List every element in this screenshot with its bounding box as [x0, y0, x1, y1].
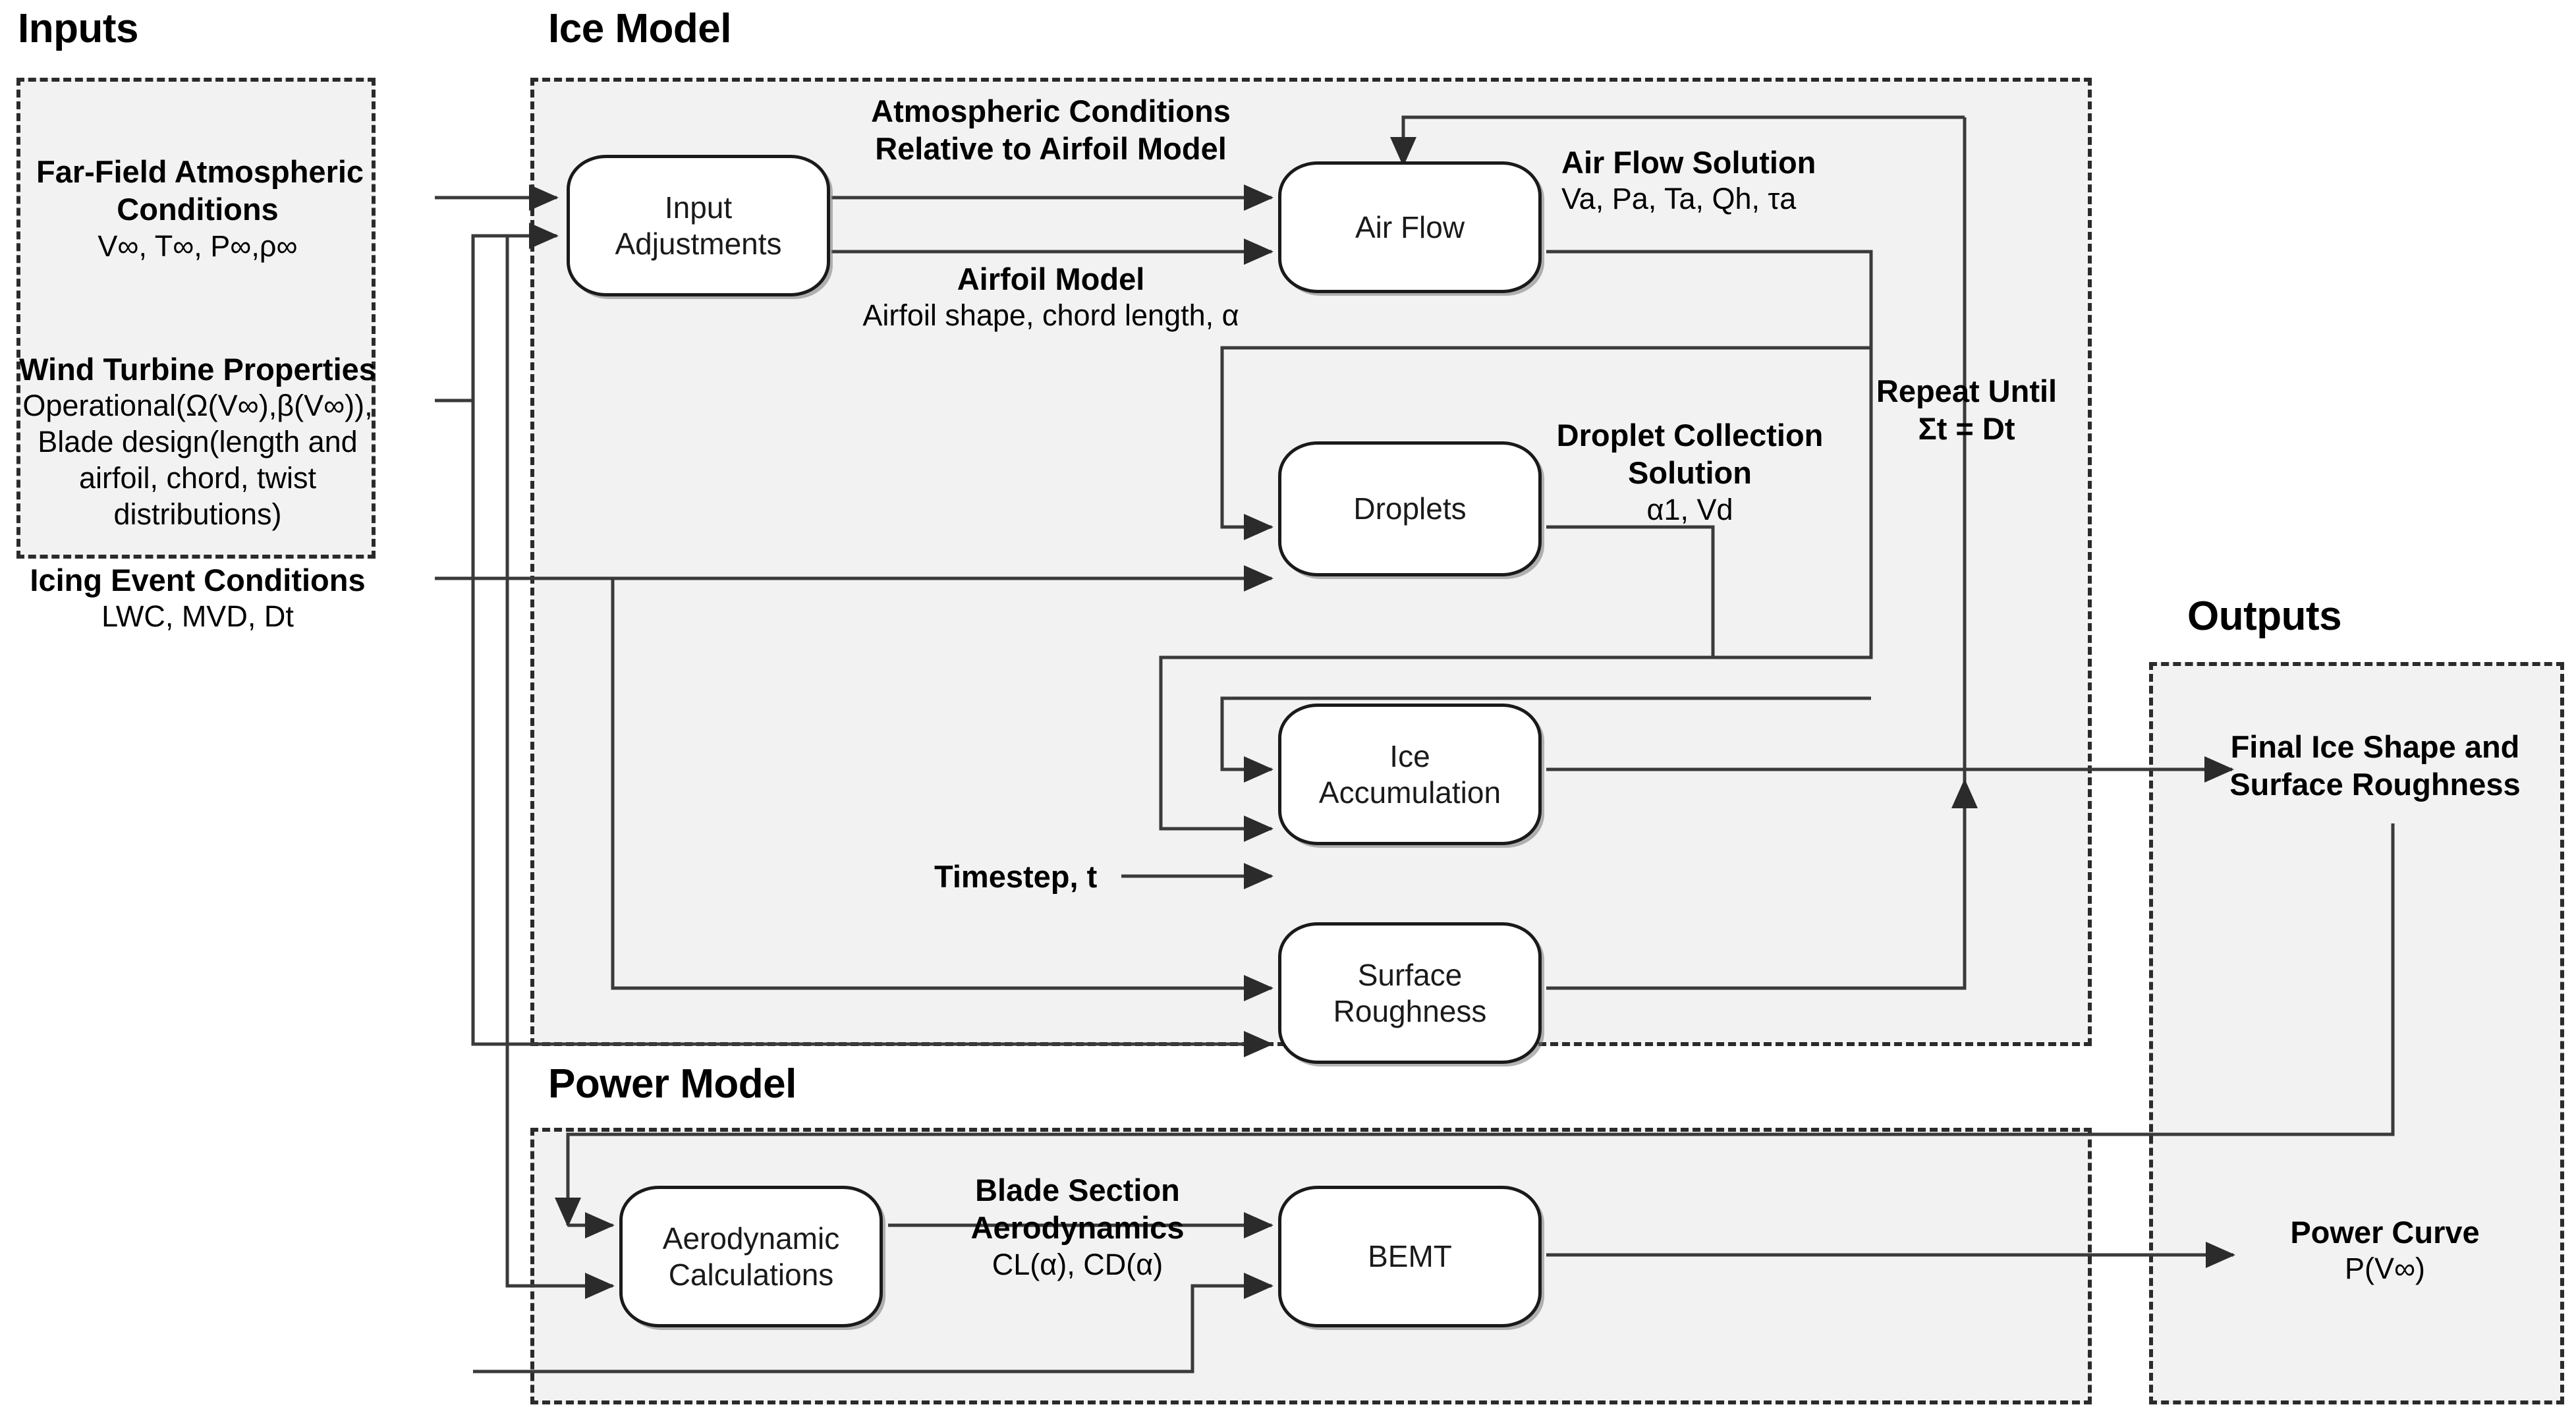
node-droplets[interactable]: Droplets — [1278, 441, 1542, 576]
output-power-curve: Power Curve P(V∞) — [2253, 1213, 2517, 1287]
output-power-curve-l2: P(V∞) — [2344, 1252, 2426, 1286]
input-icing-event-conditions: Icing Event Conditions LWC, MVD, Dt — [20, 561, 376, 635]
input-wind-turbine-title: Wind Turbine Properties — [19, 352, 376, 387]
node-ice-accumulation[interactable]: Ice Accumulation — [1278, 704, 1542, 845]
input-far-field-title-l2: Conditions — [117, 192, 279, 227]
node-surface-roughness[interactable]: Surface Roughness — [1278, 922, 1542, 1064]
outputs-group-title: Outputs — [2187, 594, 2342, 639]
node-surface-roughness-line1: Surface — [1357, 958, 1463, 993]
output-final-ice-shape: Final Ice Shape and Surface Roughness — [2187, 728, 2563, 804]
input-wind-turbine-detail-2: Blade design(length and — [38, 425, 358, 459]
output-final-ice-shape-l1: Final Ice Shape and — [2230, 729, 2520, 764]
label-droplet-collection-l2: Solution — [1628, 455, 1752, 491]
label-repeat-until: Repeat Until Σt = Dt — [1838, 372, 2095, 448]
label-blade-section-l1: Blade Section — [975, 1173, 1180, 1207]
node-input-adjustments[interactable]: Input Adjustments — [567, 155, 830, 296]
power-model-group-title: Power Model — [548, 1061, 797, 1107]
node-surface-roughness-line2: Roughness — [1333, 993, 1487, 1028]
label-droplet-collection-detail: α1, Vd — [1646, 492, 1733, 526]
label-repeat-until-l2: Σt = Dt — [1918, 411, 2015, 447]
node-air-flow[interactable]: Air Flow — [1278, 161, 1542, 293]
label-airfoil-model: Airfoil Model Airfoil shape, chord lengt… — [810, 260, 1291, 334]
outputs-group-box — [2149, 662, 2564, 1404]
input-far-field-title-l1: Far-Field Atmospheric — [36, 154, 364, 189]
label-blade-section-aerodynamics: Blade Section Aerodynamics CL(α), CD(α) — [882, 1171, 1274, 1283]
label-airfoil-model-detail: Airfoil shape, chord length, α — [862, 298, 1239, 333]
ice-model-group-title: Ice Model — [548, 6, 732, 51]
output-power-curve-l1: Power Curve — [2290, 1215, 2480, 1250]
input-wind-turbine-detail-4: distributions) — [113, 497, 282, 531]
inputs-group-box — [16, 78, 376, 559]
node-ice-accumulation-line1: Ice — [1389, 739, 1430, 774]
input-wind-turbine-detail-3: airfoil, chord, twist — [78, 461, 317, 495]
node-input-adjustments-line1: Input — [664, 190, 733, 225]
label-droplet-collection-l1: Droplet Collection — [1556, 418, 1824, 453]
node-air-flow-line1: Air Flow — [1355, 209, 1465, 244]
label-air-flow-solution-title: Air Flow Solution — [1561, 145, 1816, 180]
label-atmospheric-conditions-l1: Atmospheric Conditions — [871, 94, 1231, 128]
label-atmospheric-conditions: Atmospheric Conditions Relative to Airfo… — [827, 92, 1275, 168]
label-timestep-text: Timestep, t — [934, 859, 1098, 894]
output-final-ice-shape-l2: Surface Roughness — [2229, 767, 2521, 802]
input-wind-turbine-properties: Wind Turbine Properties Operational(Ω(V∞… — [13, 350, 382, 533]
label-atmospheric-conditions-l2: Relative to Airfoil Model — [875, 131, 1227, 167]
label-repeat-until-l1: Repeat Until — [1876, 374, 2058, 408]
label-air-flow-solution-detail: Va, Pa, Ta, Qh, τa — [1561, 182, 1797, 216]
input-icing-event-title: Icing Event Conditions — [30, 563, 366, 597]
input-icing-event-detail: LWC, MVD, Dt — [101, 599, 294, 634]
node-aerodynamic-calculations-line1: Aerodynamic — [662, 1221, 840, 1256]
node-ice-accumulation-line2: Accumulation — [1318, 775, 1501, 810]
label-droplet-collection-solution: Droplet Collection Solution α1, Vd — [1535, 416, 1845, 528]
node-input-adjustments-line2: Adjustments — [615, 226, 782, 261]
node-bemt[interactable]: BEMT — [1278, 1186, 1542, 1327]
label-blade-section-l2: Aerodynamics — [970, 1210, 1185, 1246]
input-wind-turbine-detail-1: Operational(Ω(V∞),β(V∞)), — [22, 389, 373, 423]
label-air-flow-solution: Air Flow Solution Va, Pa, Ta, Qh, τa — [1561, 144, 1930, 217]
label-blade-section-detail: CL(α), CD(α) — [992, 1247, 1163, 1281]
node-aerodynamic-calculations[interactable]: Aerodynamic Calculations — [619, 1186, 883, 1327]
input-far-field-detail: V∞, T∞, P∞,ρ∞ — [98, 229, 298, 263]
input-far-field-conditions: Far-Field Atmospheric Conditions V∞, T∞,… — [36, 153, 364, 265]
label-timestep: Timestep, t — [934, 858, 1132, 895]
node-droplets-line1: Droplets — [1353, 491, 1467, 526]
node-bemt-line1: BEMT — [1368, 1239, 1452, 1274]
node-aerodynamic-calculations-line2: Calculations — [668, 1257, 834, 1292]
inputs-group-title: Inputs — [18, 6, 138, 51]
label-airfoil-model-title: Airfoil Model — [957, 262, 1145, 296]
